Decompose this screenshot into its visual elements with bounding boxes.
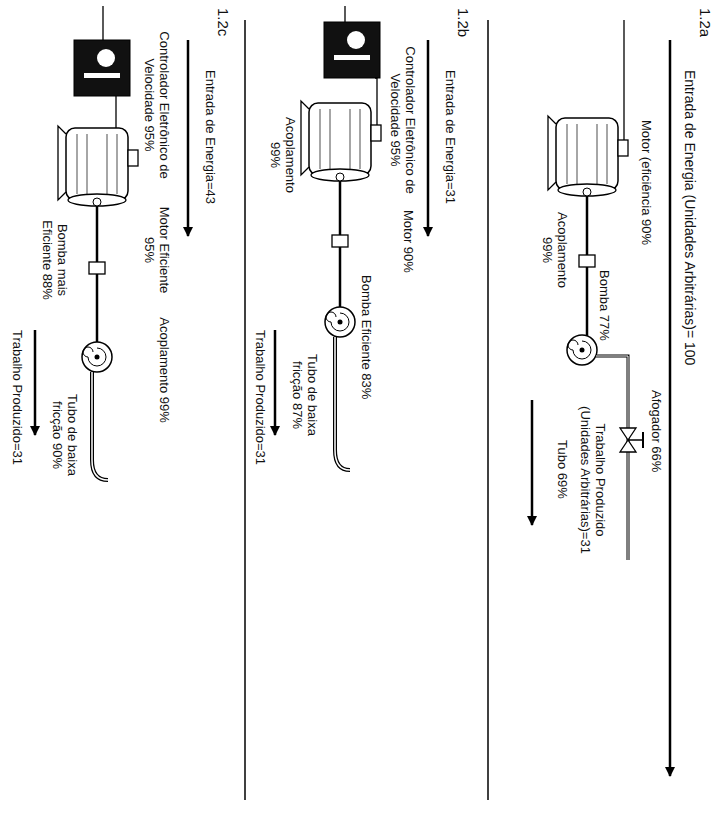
- part-label: Tubo de baixa fricção 90%: [50, 385, 80, 485]
- part-label: Controlador Eletrônico de Velocidade 95%: [142, 25, 172, 185]
- energy-input: Entrada de Energia (Unidades Arbitrárias…: [682, 70, 698, 365]
- rect-shape: [89, 262, 105, 274]
- line-shape: [628, 439, 643, 441]
- part-label: Bomba Eficiente 83%: [359, 275, 374, 399]
- panel-number: 1.2c: [215, 8, 232, 36]
- path-shape: [92, 372, 108, 480]
- work-output: Trabalho Produzido (Unidades Arbitrárias…: [578, 395, 608, 565]
- part-label: Motor (eficiência 90%: [639, 120, 654, 245]
- line-shape: [274, 330, 277, 435]
- part-label: Motor 90%: [401, 210, 416, 273]
- line-shape: [102, 6, 103, 40]
- rect-shape: [579, 255, 595, 267]
- path-shape: [92, 372, 108, 480]
- ctrl-symbol: [74, 40, 130, 96]
- pump-symbol: [82, 342, 112, 372]
- pump-symbol: [325, 307, 355, 337]
- path-shape: [335, 337, 350, 470]
- line-shape: [187, 40, 190, 236]
- energy-input: Entrada de Energia=31: [443, 70, 458, 204]
- separator: [244, 20, 246, 800]
- separator: [487, 20, 489, 800]
- rect-shape: [332, 235, 348, 247]
- part-label: Tubo 69%: [555, 440, 570, 499]
- panel-number: 1.2b: [455, 8, 472, 37]
- motor-symbol: [548, 116, 628, 196]
- motor-symbol: [58, 126, 138, 206]
- part-label: Acoplamento 99%: [268, 110, 298, 200]
- part-label: Tubo de baixa fricção 87%: [290, 345, 320, 445]
- line-shape: [531, 400, 534, 525]
- motor-symbol: [301, 101, 381, 181]
- line-shape: [344, 6, 345, 22]
- panel-a-art: [532, 20, 670, 776]
- part-label: Acoplamento 99%: [157, 300, 172, 440]
- work-output: Trabalho Produzido=31: [253, 330, 268, 465]
- path-shape: [335, 337, 350, 470]
- line-shape: [642, 432, 644, 448]
- line-shape: [669, 40, 672, 776]
- part-label: Bomba mais Eficiente 88%: [40, 215, 70, 305]
- line-shape: [34, 330, 37, 435]
- pump-symbol: [567, 335, 597, 365]
- part-label: Bomba 77%: [597, 270, 612, 341]
- panel-b-art: [275, 6, 428, 470]
- line-shape: [427, 40, 430, 236]
- path-shape: [623, 20, 624, 140]
- path-shape: [375, 78, 377, 125]
- part-label: Controlador Eletrônico de Velocidade 95%: [388, 40, 418, 200]
- panel-number: 1.2a: [697, 8, 714, 37]
- part-label: Motor Eficiente 95%: [142, 205, 172, 295]
- ctrl-symbol: [324, 22, 380, 78]
- work-output: Trabalho Produzido=31: [10, 330, 25, 465]
- part-label: Afogador 66%: [649, 390, 664, 472]
- energy-input: Entrada de Energia=43: [203, 70, 218, 204]
- part-label: Acoplamento 99%: [540, 205, 570, 295]
- line-shape: [115, 96, 116, 128]
